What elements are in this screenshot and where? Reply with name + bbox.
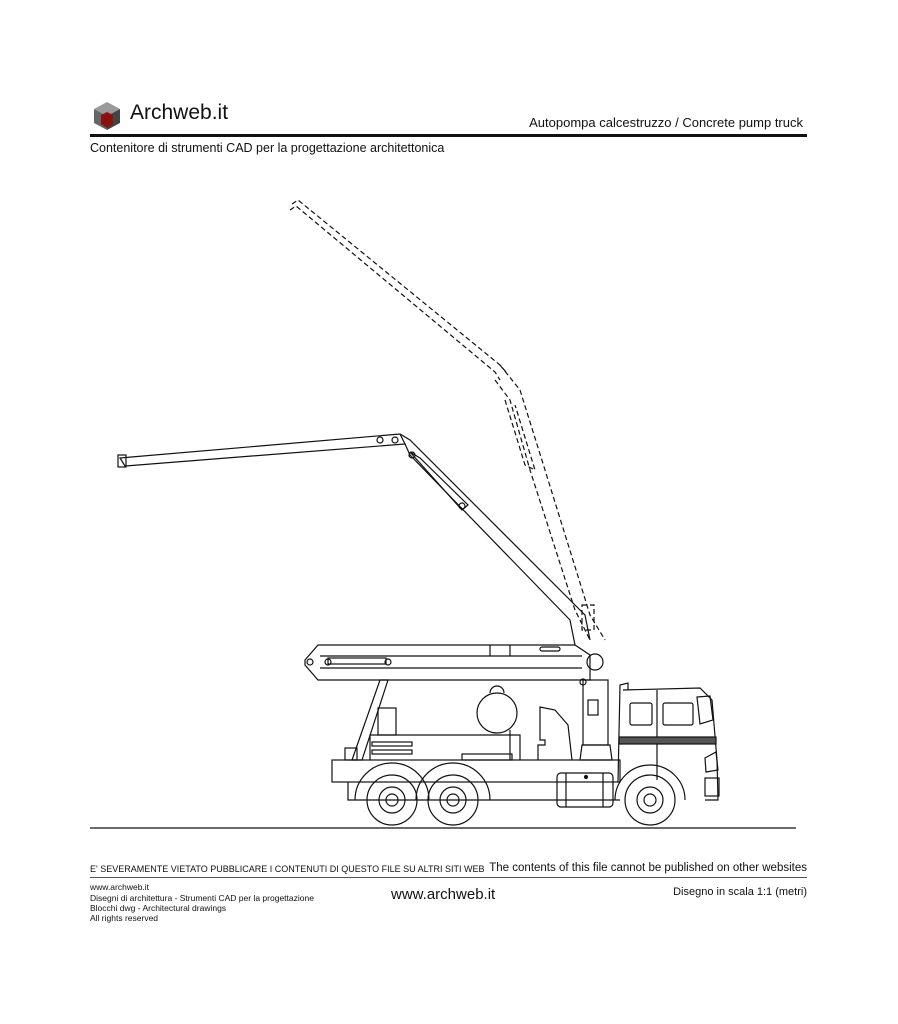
footer-line: All rights reserved — [90, 913, 159, 923]
wheel-rear-1 — [354, 762, 430, 826]
boom-extended — [117, 433, 591, 646]
pump-tower — [579, 679, 613, 761]
footer-line: Disegni di architettura - Strumenti CAD … — [90, 893, 314, 903]
warning-italian: E' SEVERAMENTE VIETATO PUBBLICARE I CONT… — [90, 864, 485, 874]
warning-english: The contents of this file cannot be publ… — [489, 862, 807, 874]
footer-line: Blocchi dwg - Architectural drawings — [90, 903, 227, 913]
footer-line: www.archweb.it — [90, 882, 150, 892]
truck-body — [344, 679, 573, 761]
footer-url: www.archweb.it — [391, 886, 496, 903]
archweb-logo-icon — [94, 102, 120, 130]
wheels — [354, 762, 686, 826]
subtitle: Contenitore di strumenti CAD per la prog… — [90, 141, 445, 155]
truck-cab — [617, 682, 720, 801]
boom-folded — [304, 644, 604, 686]
footer-divider — [90, 877, 807, 878]
boom-raised-dashed — [289, 199, 606, 641]
truck-chassis — [331, 759, 621, 808]
brand-name: Archweb.it — [130, 101, 229, 124]
drawing-title: Autopompa calcestruzzo / Concrete pump t… — [529, 115, 803, 130]
wheel-rear-2 — [415, 762, 491, 826]
scale-note: Disegno in scala 1:1 (metri) — [673, 886, 807, 898]
wheel-front — [614, 764, 686, 826]
header-divider — [90, 134, 807, 137]
